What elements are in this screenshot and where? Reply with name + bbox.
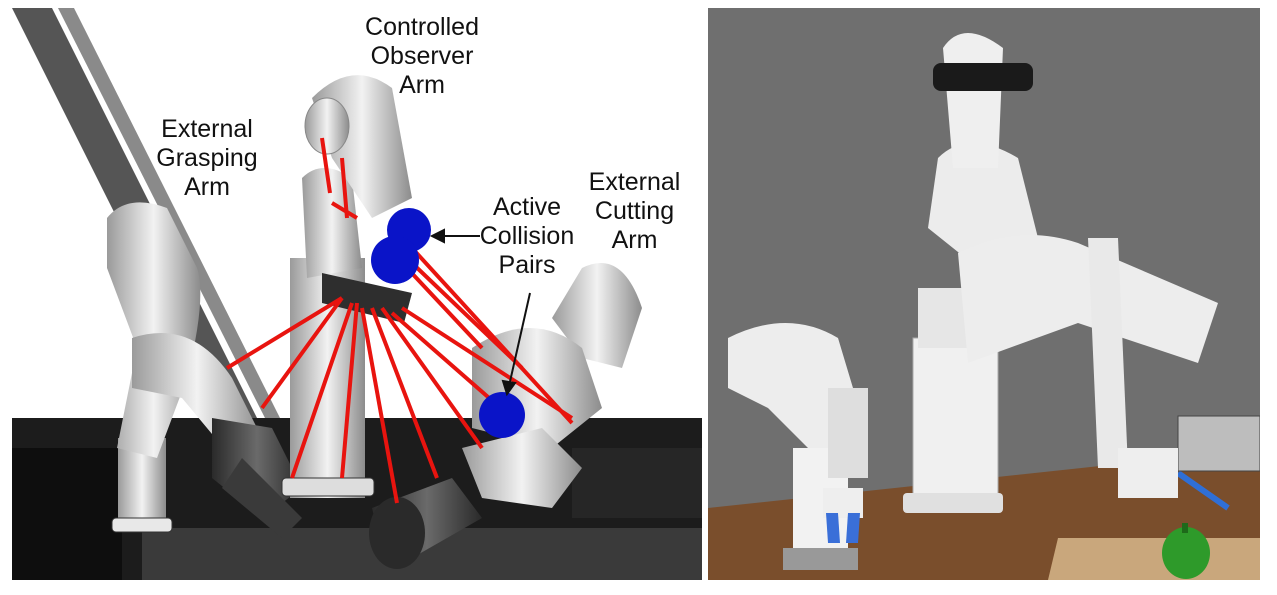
grasping-arm-model [107, 202, 302, 538]
simulation-scene [12, 8, 702, 580]
simulation-panel: Controlled Observer Arm External Graspin… [12, 8, 702, 580]
collision-lines [225, 137, 574, 504]
photo-scene [708, 33, 1260, 580]
collision-pairs-label: Active Collision Pairs [479, 193, 575, 279]
collision-sphere [371, 236, 419, 284]
collision-sphere [479, 392, 525, 438]
cutting-arm-label: External Cutting Arm [588, 168, 681, 254]
observer-arm-label: Controlled Observer Arm [365, 13, 479, 99]
green-pepper [1162, 523, 1210, 579]
center-robot-photo [903, 33, 1218, 513]
left-robot-photo [728, 323, 868, 570]
collision-spheres [371, 208, 525, 438]
annotation-arrows [429, 228, 531, 397]
photo-panel [708, 8, 1260, 580]
grasping-arm-label: External Grasping Arm [156, 115, 258, 201]
